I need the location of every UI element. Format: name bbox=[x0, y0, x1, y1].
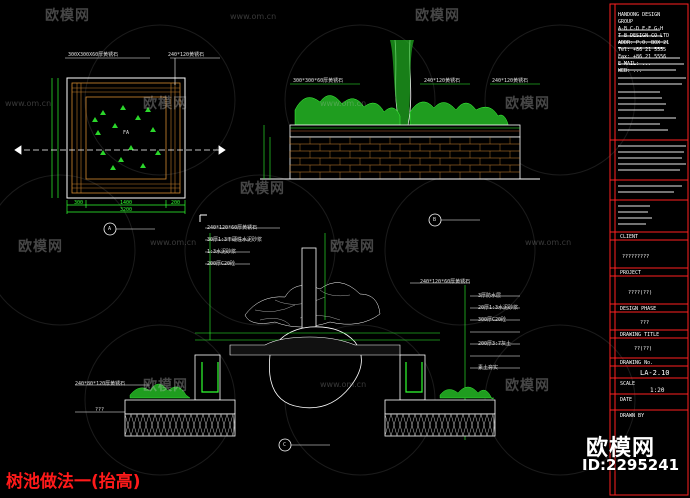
tb-company-line: WEB: ... bbox=[618, 68, 643, 74]
tb-drawing-title-label: DRAWING TITLE bbox=[620, 332, 660, 338]
tb-drawing-no-label: DRAWING No. bbox=[620, 360, 654, 366]
tb-sheet-no: LA-2.10 bbox=[640, 369, 670, 377]
sec-note: 300厚C20砼 bbox=[478, 317, 507, 323]
watermark-text: 欧模网 bbox=[330, 239, 375, 255]
callout-c-label: C bbox=[283, 442, 287, 448]
sec-note: 3厚防水层 bbox=[478, 293, 502, 299]
sec-left-small: ??? bbox=[95, 407, 105, 413]
callout-b-label: B bbox=[433, 217, 437, 223]
watermark-url: www.om.cn bbox=[150, 238, 197, 247]
elev-note: 240*120黄锈石 bbox=[424, 78, 461, 84]
sec-note: 200厚3:7灰土 bbox=[478, 341, 512, 347]
sec-note: 200厚C20砼 bbox=[207, 261, 236, 267]
watermark-text: 欧模网 bbox=[143, 378, 188, 394]
sec-note: 30厚1:3干硬性水泥砂浆 bbox=[207, 237, 263, 243]
drawing-title: 树池做法一(抬高) bbox=[6, 472, 141, 492]
tb-design-phase-value: ??? bbox=[640, 320, 650, 326]
tb-company-line: ADDR: P.O. BOX 21 bbox=[618, 40, 670, 46]
tb-company-line: HANDONG DESIGN bbox=[618, 12, 661, 18]
callout-a-label: A bbox=[108, 226, 112, 232]
watermark-text: 欧模网 bbox=[18, 239, 63, 255]
watermark-url: www.om.cn bbox=[320, 380, 367, 389]
watermark-text: 欧模网 bbox=[143, 96, 188, 112]
tb-drawing-title-value: ??(??) bbox=[634, 346, 653, 352]
tb-company-line: Tel: +86 21 5555 bbox=[618, 47, 667, 53]
brand-logo-text: 欧模网 bbox=[586, 436, 656, 461]
sec-note: 20厚1:3水泥砂浆 bbox=[478, 305, 519, 311]
tb-project-label: PROJECT bbox=[620, 270, 642, 276]
plan-view-a bbox=[14, 57, 226, 236]
sec-left-note: 240*80*120厚黄锈石 bbox=[75, 381, 126, 387]
tb-project-value: ????(??) bbox=[628, 290, 653, 296]
watermark-text: 欧模网 bbox=[505, 378, 550, 394]
tb-date-label: DATE bbox=[620, 397, 633, 403]
elevation-view-b bbox=[260, 39, 540, 227]
plan-dim: 300 bbox=[74, 200, 84, 206]
tb-scale-value: 1:20 bbox=[650, 387, 665, 394]
plan-right-note: 240*120黄锈石 bbox=[168, 52, 205, 58]
tb-company-line: T-B DESIGN CO LTD bbox=[618, 33, 670, 39]
tb-drawn-by-label: DRAWN BY bbox=[620, 413, 645, 419]
tb-design-phase-label: DESIGN PHASE bbox=[620, 306, 657, 312]
sec-note: 1:3水泥砂浆 bbox=[207, 249, 237, 255]
watermark-text: 欧模网 bbox=[45, 8, 90, 24]
tb-scale-label: SCALE bbox=[620, 381, 636, 387]
tb-company-line: GROUP bbox=[618, 19, 634, 25]
plan-dim: 3200 bbox=[120, 207, 133, 213]
plan-dim: 200 bbox=[171, 200, 181, 206]
watermark-url: www.om.cn bbox=[320, 99, 367, 108]
elev-note: 300*300*60厚黄锈石 bbox=[293, 78, 344, 84]
watermark-text: 欧模网 bbox=[240, 181, 285, 197]
watermark-text: 欧模网 bbox=[505, 96, 550, 112]
sec-note: 240*120*60厚黄锈石 bbox=[420, 279, 471, 285]
tb-company-line: Fax: +86 21 5556 bbox=[618, 54, 667, 60]
plan-top-note: 300X300X60厚黄锈石 bbox=[68, 52, 119, 58]
watermark-url: www.om.cn bbox=[230, 12, 277, 21]
plan-dim: 1400 bbox=[120, 200, 133, 206]
tb-company-line: E-MAIL: ... bbox=[618, 61, 652, 67]
tb-client-label: CLIENT bbox=[620, 234, 639, 240]
watermark-url: www.om.cn bbox=[5, 99, 52, 108]
brand-id: ID:2295241 bbox=[582, 456, 680, 474]
sec-note: 240*120*60厚黄锈石 bbox=[207, 225, 258, 231]
elev-note: 240*120黄锈石 bbox=[492, 78, 529, 84]
plan-fa-label: FA bbox=[123, 130, 130, 136]
tb-client-value: ????????? bbox=[622, 254, 650, 260]
tb-company-line: A-B C-D E-F G-H bbox=[618, 26, 664, 32]
watermark-url: www.om.cn bbox=[525, 238, 572, 247]
sec-note: 素土夯实 bbox=[478, 365, 499, 371]
section-view-c bbox=[75, 227, 520, 452]
watermark-text: 欧模网 bbox=[415, 8, 460, 24]
